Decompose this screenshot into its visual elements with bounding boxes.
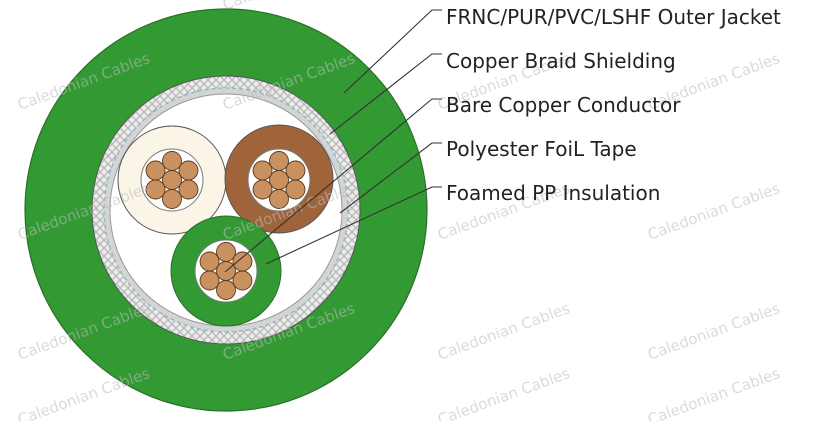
watermark-text: Caledonian Cables — [435, 364, 572, 421]
label-outer-jacket: FRNC/PUR/PVC/LSHF Outer Jacket — [446, 5, 781, 29]
copper-strand — [199, 251, 220, 272]
copper-strand — [162, 151, 182, 171]
copper-strand — [285, 179, 306, 200]
leader-bare-copper — [224, 98, 442, 273]
copper-strand — [145, 160, 166, 181]
leader-foamed-pp — [265, 186, 442, 265]
copper-strand — [178, 179, 199, 200]
watermark-text: Caledonian Cables — [15, 364, 152, 421]
label-copper-braid: Copper Braid Shielding — [446, 49, 676, 73]
copper-strand — [269, 170, 289, 190]
copper-strand — [285, 160, 306, 181]
copper-strand — [269, 189, 289, 209]
label-polyester-foil-tape: Polyester FoiL Tape — [446, 137, 637, 161]
copper-strand — [216, 242, 236, 262]
copper-strand — [232, 251, 253, 272]
core-white — [117, 125, 227, 235]
copper-strand — [178, 160, 199, 181]
copper-strand — [232, 270, 253, 291]
copper-strand — [199, 270, 220, 291]
leader-copper-braid — [329, 53, 442, 135]
leader-lines — [224, 9, 442, 273]
leader-foil-tape — [339, 142, 442, 214]
copper-strand — [252, 160, 273, 181]
label-bare-copper-conductor: Bare Copper Conductor — [446, 93, 681, 117]
copper-strand — [162, 189, 182, 209]
watermark-text: Caledonian Cables — [645, 179, 782, 244]
leader-outer-jacket — [343, 9, 442, 94]
copper-strand — [269, 151, 289, 171]
watermark-text: Caledonian Cables — [645, 299, 782, 364]
copper-strand — [252, 179, 273, 200]
label-foamed-pp-insulation: Foamed PP Insulation — [446, 181, 660, 205]
copper-strand — [216, 280, 236, 300]
core-brown — [224, 124, 334, 234]
watermark-text: Caledonian Cables — [645, 364, 782, 421]
watermark-text: Caledonian Cables — [435, 299, 572, 364]
copper-strand — [162, 170, 182, 190]
